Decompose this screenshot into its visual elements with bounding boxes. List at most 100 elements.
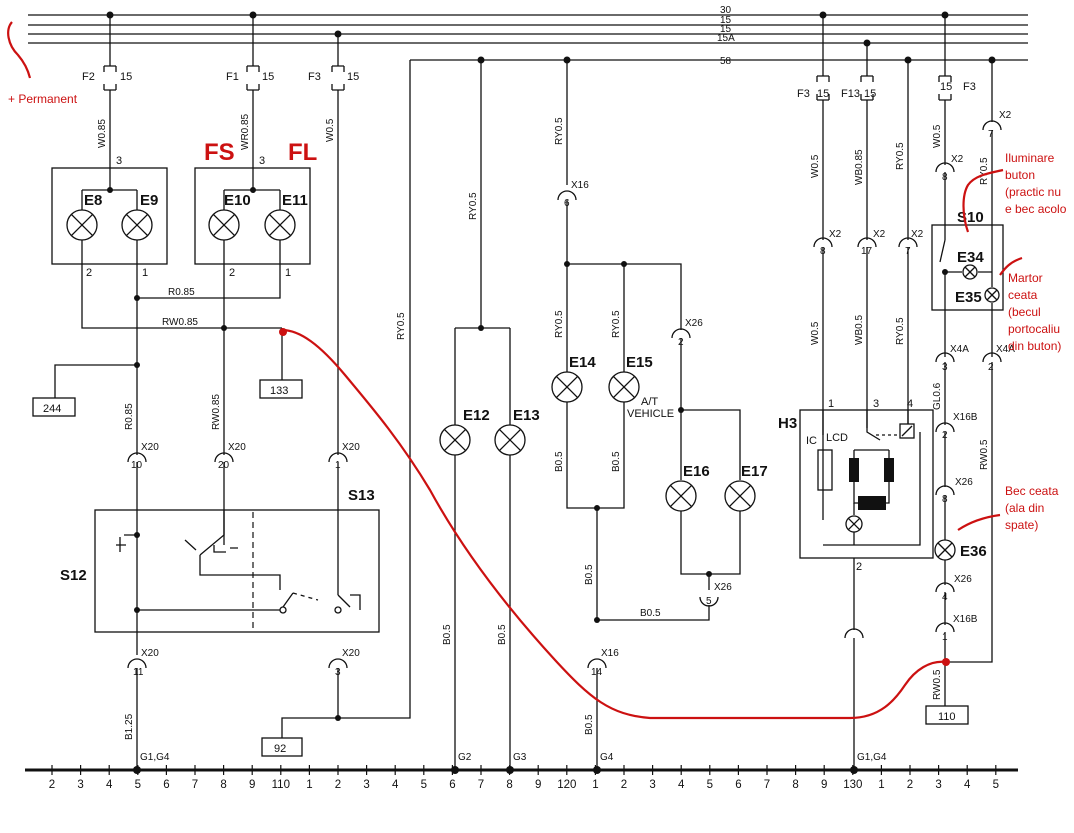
fuse-f1-rating: 15 xyxy=(262,71,274,83)
label-e11: E11 xyxy=(282,192,308,209)
grid-number: 120 xyxy=(557,779,576,791)
note-iluminare-1: Iluminare xyxy=(1005,151,1055,165)
lamp-e34 xyxy=(962,264,978,280)
wire-label-w05-left: W0.5 xyxy=(325,118,336,142)
wire-label-wb085: WB0.85 xyxy=(854,149,865,185)
grid-number: 9 xyxy=(249,779,255,791)
bus-label-15-b: 15 xyxy=(720,24,732,35)
wire-label-wr085: WR0.85 xyxy=(240,113,251,150)
fuse-f1-id: F1 xyxy=(226,71,239,83)
conn-x26-4-name: X26 xyxy=(954,574,972,585)
fuse-f2 xyxy=(103,15,117,168)
grid-number: 3 xyxy=(649,779,655,791)
h3-lamp xyxy=(845,515,863,533)
wire-label-b05-e14: B0.5 xyxy=(554,451,565,472)
wire-label-rw085-down: RW0.85 xyxy=(211,394,222,430)
label-e10: E10 xyxy=(224,192,251,209)
grid-number: 7 xyxy=(764,779,770,791)
grid-number: 8 xyxy=(220,779,226,791)
red-annotation-iluminare xyxy=(962,168,1004,233)
conn-x20-10-name: X20 xyxy=(141,442,159,453)
wire-label-w085: W0.85 xyxy=(97,119,108,148)
fuse-f3-left-rating: 15 xyxy=(347,71,359,83)
red-annotation-bec xyxy=(957,513,1001,531)
fuse-f13 xyxy=(860,43,874,240)
wire-label-b05-ground: B0.5 xyxy=(584,714,595,735)
switch-s12-contacts xyxy=(116,510,361,655)
wire-label-b05-e13: B0.5 xyxy=(497,624,508,645)
label-e34: E34 xyxy=(957,249,984,266)
wire-label-b05-mid: B0.5 xyxy=(584,564,595,585)
grid-number: 5 xyxy=(993,779,999,791)
grid-number: 2 xyxy=(907,779,913,791)
wire-label-w05-h3b: W0.5 xyxy=(810,321,821,345)
grid-number: 3 xyxy=(363,779,369,791)
conn-x2-17-name: X2 xyxy=(873,229,886,240)
connector-x20-11 xyxy=(127,658,147,770)
fuse-f3-right-rating: 15 xyxy=(940,81,952,93)
grid-number: 7 xyxy=(192,779,198,791)
wire-label-w05-s10: W0.5 xyxy=(932,124,943,148)
ref-box-110 xyxy=(925,705,969,725)
conn-x20-11-pin: 11 xyxy=(133,667,144,678)
pin-e9-1: 1 xyxy=(142,267,148,279)
grid-number: 3 xyxy=(77,779,83,791)
grid-number: 2 xyxy=(49,779,55,791)
wire-label-gl06: GL0.6 xyxy=(932,382,943,410)
label-s10: S10 xyxy=(957,209,984,226)
ref-133: 133 xyxy=(270,385,288,397)
grid-number: 130 xyxy=(843,779,862,791)
conn-x16-14-name: X16 xyxy=(601,648,619,659)
grid-number: 5 xyxy=(135,779,141,791)
grid-number: 6 xyxy=(449,779,455,791)
grid-number: 4 xyxy=(106,779,113,791)
lamp-e9 xyxy=(121,209,153,241)
conn-x2-7-name: X2 xyxy=(911,229,924,240)
h3-pin-2: 2 xyxy=(856,561,862,573)
conn-x20-1-pin: 1 xyxy=(335,460,341,471)
conn-x26-8-name: X26 xyxy=(955,477,973,488)
grid-ticks xyxy=(51,765,997,775)
label-e14: E14 xyxy=(569,354,596,371)
fuse-f3-left-id: F3 xyxy=(308,71,321,83)
label-e36: E36 xyxy=(960,543,987,560)
conn-x20-11-name: X20 xyxy=(141,648,159,659)
grid-number: 6 xyxy=(163,779,169,791)
label-at: A/T xyxy=(641,396,658,408)
label-e17: E17 xyxy=(741,463,768,480)
conn-x26-bottom-name: X26 xyxy=(714,582,732,593)
grid-number: 1 xyxy=(306,779,312,791)
wire-label-ry05-long: RY0.5 xyxy=(396,312,407,340)
conn-x4a-3-name: X4A xyxy=(950,344,969,355)
ground-label-g3: G3 xyxy=(513,752,527,763)
bus-label-30: 30 xyxy=(720,5,732,16)
grid-number: 2 xyxy=(335,779,341,791)
ground-label-g1g4-right: G1,G4 xyxy=(857,752,887,763)
conn-x16b-1-name: X16B xyxy=(953,614,978,625)
conn-x20-20-pin: 20 xyxy=(218,460,230,471)
grid-number: 4 xyxy=(678,779,685,791)
label-e9: E9 xyxy=(140,192,158,209)
conn-x2-8-name: X2 xyxy=(829,229,842,240)
switch-s10-contact xyxy=(939,225,993,310)
grid-number: 5 xyxy=(421,779,427,791)
ref-110: 110 xyxy=(938,711,956,723)
h3-pin-4: 4 xyxy=(907,398,913,410)
wire-label-ry05-e12: RY0.5 xyxy=(468,192,479,220)
label-e13: E13 xyxy=(513,407,540,424)
h3-pin-3: 3 xyxy=(873,398,879,410)
wire-label-ry05-h3: RY0.5 xyxy=(895,142,906,170)
wire-label-w05-h3: W0.5 xyxy=(810,154,821,178)
conn-x20-3-pin: 3 xyxy=(335,667,341,678)
conn-x4a-2-pin: 2 xyxy=(988,362,994,373)
pin-e8-3: 3 xyxy=(116,155,122,167)
red-dot-110 xyxy=(942,658,950,666)
wire-label-b125: B1.25 xyxy=(124,713,135,740)
grid-number: 6 xyxy=(735,779,741,791)
conn-x20-1-name: X20 xyxy=(342,442,360,453)
label-e12: E12 xyxy=(463,407,490,424)
conn-x2-7-s10-name: X2 xyxy=(999,110,1012,121)
ref-box-133 xyxy=(259,379,303,399)
fuse-f3-left xyxy=(331,34,345,455)
